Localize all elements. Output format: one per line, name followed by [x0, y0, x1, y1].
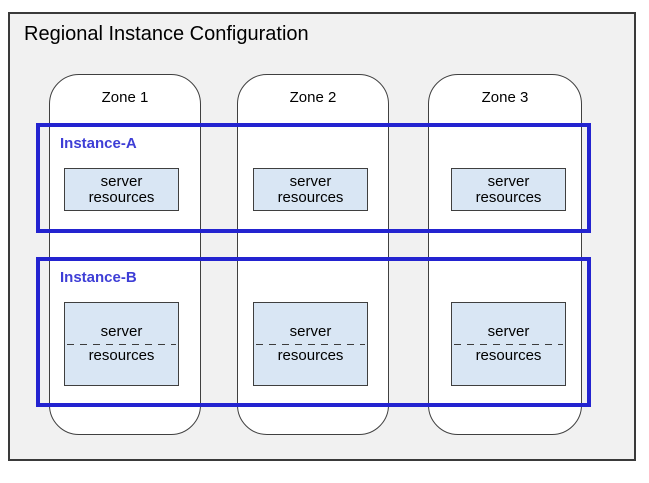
server-resources-box-instance-a-zone-1: server resources: [64, 168, 179, 211]
zone-1-label: Zone 1: [101, 89, 149, 106]
server-box-label-line1: server: [487, 322, 530, 340]
zone-2-label: Zone 2: [289, 89, 337, 106]
server-box-label-line2: resources: [88, 347, 155, 365]
server-box-label-line2: resources: [475, 347, 542, 365]
instance-b-label: Instance-B: [60, 269, 137, 286]
dashed-divider-line: [454, 343, 563, 346]
server-box-label-line2: resources: [277, 188, 344, 206]
server-box-label-line2: resources: [475, 188, 542, 206]
instance-a-box: Instance-A: [36, 123, 591, 233]
server-box-label-line1: server: [100, 322, 143, 340]
server-resources-box-instance-b-zone-1: server resources: [64, 302, 179, 386]
server-resources-box-instance-a-zone-2: server resources: [253, 168, 368, 211]
server-resources-box-instance-a-zone-3: server resources: [451, 168, 566, 211]
instance-b-box: Instance-B: [36, 257, 591, 407]
region-box: Regional Instance Configuration Zone 1 Z…: [8, 12, 636, 461]
server-resources-box-instance-b-zone-3: server resources: [451, 302, 566, 386]
server-box-label-line1: server: [289, 172, 332, 190]
page-title: Regional Instance Configuration: [24, 23, 309, 45]
server-box-label-line1: server: [289, 322, 332, 340]
server-box-label-line2: resources: [277, 347, 344, 365]
server-resources-box-instance-b-zone-2: server resources: [253, 302, 368, 386]
instance-a-label: Instance-A: [60, 135, 137, 152]
dashed-divider-line: [256, 343, 365, 346]
server-box-label-line2: resources: [88, 188, 155, 206]
server-box-label-line1: server: [487, 172, 530, 190]
zone-3-label: Zone 3: [481, 89, 529, 106]
server-box-label-line1: server: [100, 172, 143, 190]
dashed-divider-line: [67, 343, 176, 346]
